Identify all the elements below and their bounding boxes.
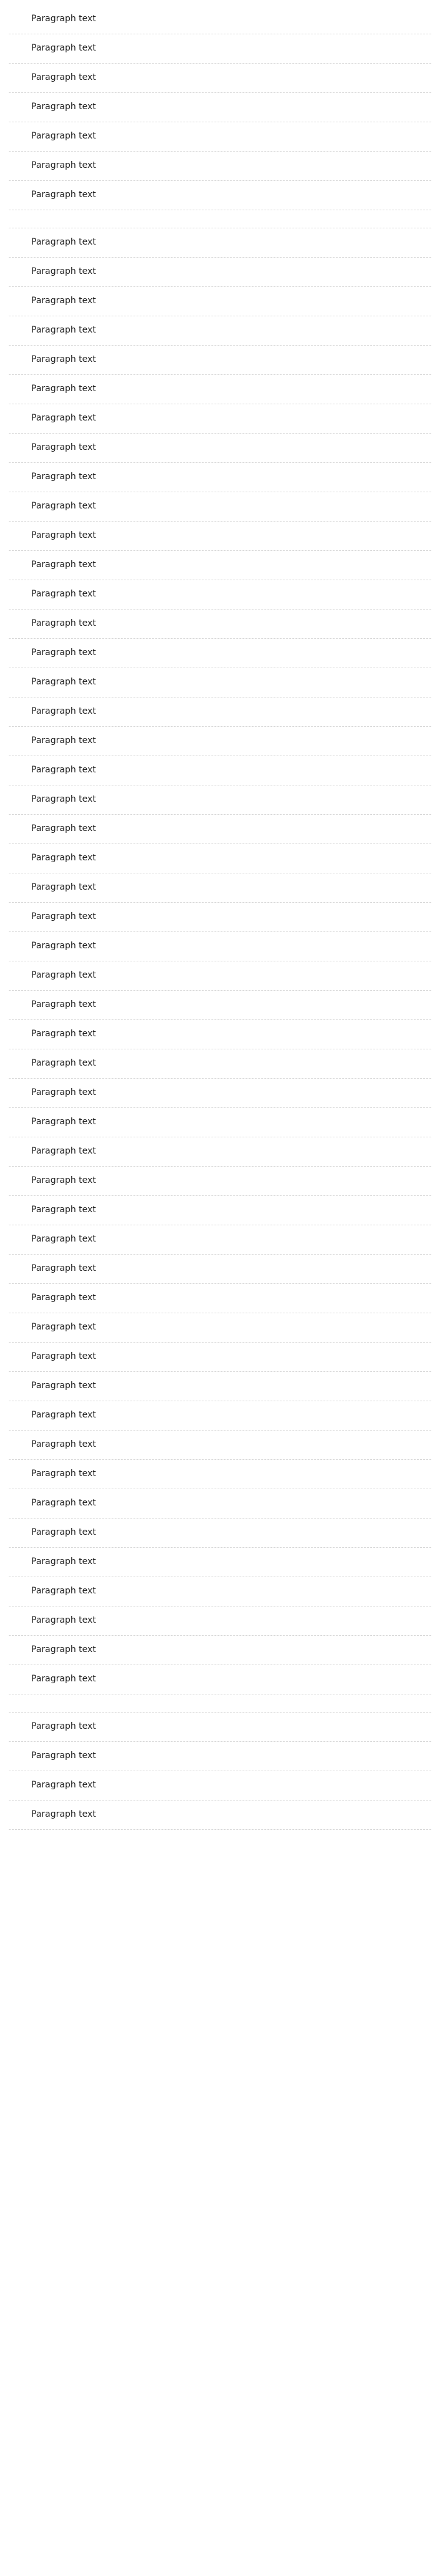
article-paragraph: Paragraph text	[9, 697, 431, 727]
article-paragraph: Paragraph text	[9, 434, 431, 463]
article-paragraph: Paragraph text	[9, 785, 431, 815]
article-paragraph: Paragraph text	[9, 1079, 431, 1108]
article-paragraph: Paragraph text	[9, 34, 431, 64]
article-paragraph: Paragraph text	[9, 580, 431, 610]
article-paragraph: Paragraph text	[9, 1606, 431, 1636]
article-paragraph: Paragraph text	[9, 1742, 431, 1771]
article-paragraph: Paragraph text	[9, 1343, 431, 1372]
article-paragraph: Paragraph text	[9, 181, 431, 210]
article-paragraph: Paragraph text	[9, 639, 431, 668]
article-paragraph: Paragraph text	[9, 346, 431, 375]
article-paragraph: Paragraph text	[9, 316, 431, 346]
article-paragraph: Paragraph text	[9, 1225, 431, 1255]
article-paragraph: Paragraph text	[9, 258, 431, 287]
blank-line	[9, 1694, 431, 1713]
article-paragraph: Paragraph text	[9, 93, 431, 122]
article-paragraph: Paragraph text	[9, 1284, 431, 1313]
article-paragraph: Paragraph text	[9, 228, 431, 258]
article-paragraph: Paragraph text	[9, 727, 431, 756]
article-paragraph: Paragraph text	[9, 1801, 431, 1830]
article-paragraph: Paragraph text	[9, 903, 431, 932]
article-paragraph: Paragraph text	[9, 1713, 431, 1742]
article-paragraph: Paragraph text	[9, 1049, 431, 1079]
article-paragraph: Paragraph text	[9, 1577, 431, 1606]
article-paragraph: Paragraph text	[9, 1137, 431, 1167]
article-paragraph: Paragraph text	[9, 961, 431, 991]
article-paragraph: Paragraph text	[9, 1489, 431, 1519]
article-paragraph: Paragraph text	[9, 287, 431, 316]
article-paragraph: Paragraph text	[9, 610, 431, 639]
article-paragraph: Paragraph text	[9, 492, 431, 522]
article-paragraph: Paragraph text	[9, 1771, 431, 1801]
article-paragraph: Paragraph text	[9, 1255, 431, 1284]
article-paragraph: Paragraph text	[9, 1020, 431, 1049]
article-paragraph: Paragraph text	[9, 152, 431, 181]
article-paragraph: Paragraph text	[9, 1108, 431, 1137]
article-paragraph: Paragraph text	[9, 991, 431, 1020]
article-paragraph: Paragraph text	[9, 1548, 431, 1577]
article-paragraph: Paragraph text	[9, 5, 431, 34]
article-paragraph: Paragraph text	[9, 1313, 431, 1343]
article-paragraph: Paragraph text	[9, 932, 431, 961]
article-paragraph: Paragraph text	[9, 122, 431, 152]
article-paragraph: Paragraph text	[9, 1665, 431, 1694]
article-paragraph: Paragraph text	[9, 375, 431, 404]
article-paragraph: Paragraph text	[9, 1460, 431, 1489]
article-paragraph: Paragraph text	[9, 668, 431, 697]
article-paragraph: Paragraph text	[9, 1196, 431, 1225]
article-paragraph: Paragraph text	[9, 1636, 431, 1665]
article-paragraph: Paragraph text	[9, 873, 431, 903]
article-paragraph: Paragraph text	[9, 1401, 431, 1431]
article-paragraph: Paragraph text	[9, 404, 431, 434]
article-paragraph: Paragraph text	[9, 522, 431, 551]
article-paragraph: Paragraph text	[9, 1167, 431, 1196]
article-paragraph: Paragraph text	[9, 1519, 431, 1548]
article-paragraph: Paragraph text	[9, 64, 431, 93]
article-paragraph: Paragraph text	[9, 551, 431, 580]
article-paragraph: Paragraph text	[9, 463, 431, 492]
article-paragraph: Paragraph text	[9, 815, 431, 844]
article-paragraph: Paragraph text	[9, 756, 431, 785]
blank-line	[9, 210, 431, 228]
article-paragraph: Paragraph text	[9, 1431, 431, 1460]
article-paragraph: Paragraph text	[9, 844, 431, 873]
article-paragraph: Paragraph text	[9, 1372, 431, 1401]
